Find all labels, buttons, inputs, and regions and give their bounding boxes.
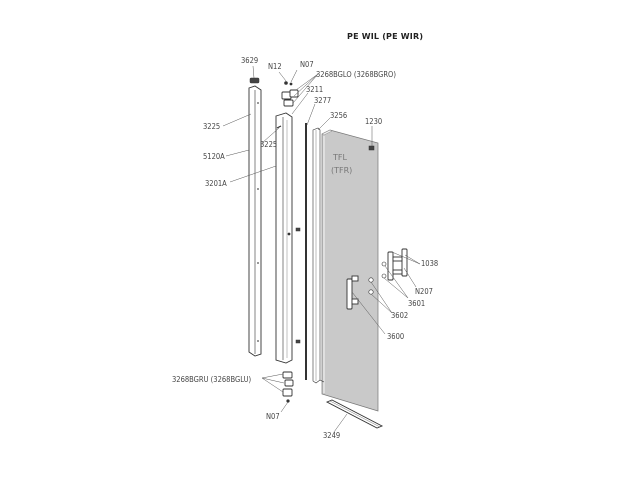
profile-3249 (325, 399, 384, 429)
label-tfl: TFL (332, 153, 347, 162)
clip-1230 (368, 145, 375, 151)
label-3600: 3600 (387, 332, 404, 341)
label-3629: 3629 (241, 56, 258, 65)
profile-3201a (275, 112, 301, 364)
label-n07-bottom: N07 (266, 412, 280, 421)
label-3256: 3256 (330, 111, 347, 120)
label-3268bgru: 3268BGRU (3268BGLU) (172, 375, 252, 384)
label-3201a: 3201A (205, 179, 227, 188)
profile-3256 (312, 127, 321, 384)
label-n07-top: N07 (300, 60, 314, 69)
leader-lines (222, 65, 421, 433)
hinge-top-3268bglo (281, 81, 299, 107)
handle-3600 (346, 275, 359, 310)
label-3601: 3601 (408, 299, 425, 308)
screw-3225 (276, 125, 291, 236)
hinge-bottom-3268bgru (282, 371, 294, 403)
label-3225-b: 3225 (260, 140, 277, 149)
profile-5120a (248, 85, 262, 357)
label-n12: N12 (268, 62, 282, 71)
label-3602: 3602 (391, 311, 408, 320)
label-1230: 1230 (365, 117, 382, 126)
cap-3629 (249, 77, 260, 84)
label-1038: 1038 (421, 259, 438, 268)
fasteners-3601-3602 (368, 261, 387, 295)
part-labels: 3629 N12 N07 3268BGLO (3268BGRO) 3211 32… (172, 56, 438, 440)
label-3249: 3249 (323, 431, 340, 440)
glass-panel (319, 129, 379, 412)
label-3277: 3277 (314, 96, 331, 105)
label-n207: N207 (415, 287, 433, 296)
handle-1038 (387, 248, 408, 281)
label-3225-a: 3225 (203, 122, 220, 131)
label-3211: 3211 (306, 85, 323, 94)
label-5120a: 5120A (203, 152, 225, 161)
label-tfr: (TFR) (331, 166, 352, 175)
label-3268bglo: 3268BGLO (3268BGRO) (316, 70, 396, 79)
diagram-title: PE WIL (PE WIR) (347, 32, 424, 41)
